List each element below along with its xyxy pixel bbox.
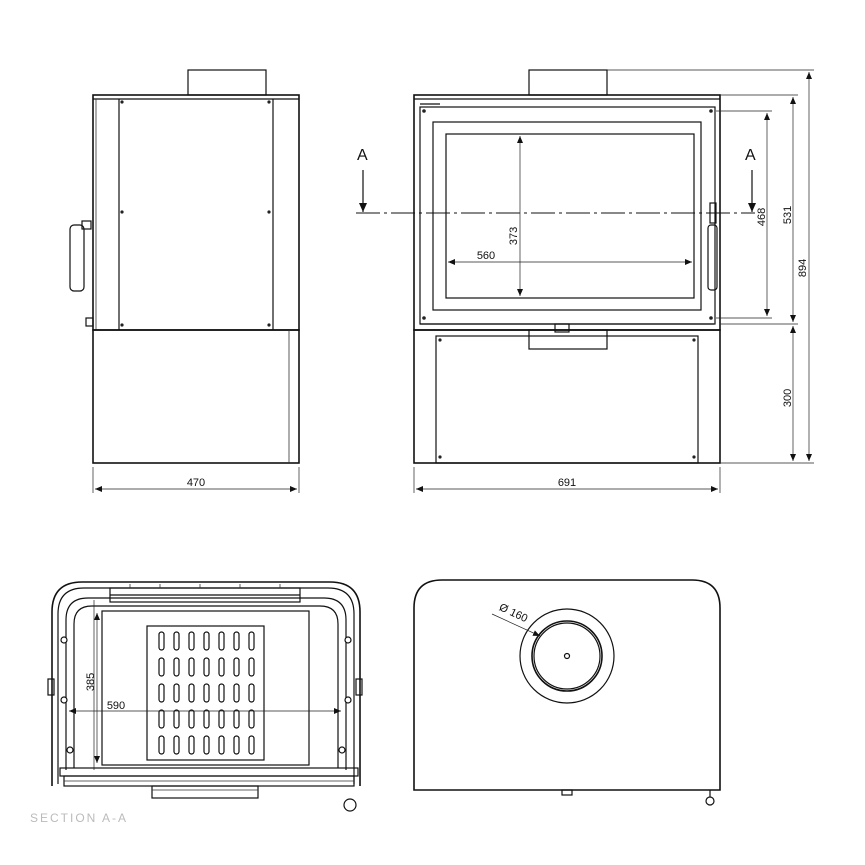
grate-slot xyxy=(203,657,210,677)
front-door-frame xyxy=(419,106,716,325)
grate-slot xyxy=(188,709,195,729)
grate-slot xyxy=(173,657,180,677)
side-depth-label: 470 xyxy=(187,477,205,489)
side-door-handle xyxy=(69,224,85,292)
top-foot xyxy=(705,796,715,806)
section-firebox xyxy=(101,610,310,766)
section-view: 385 590 SECTION A-A xyxy=(30,581,363,825)
front-base xyxy=(413,329,721,464)
grate-slot xyxy=(158,709,165,729)
grate-slot xyxy=(158,631,165,651)
grate-slot xyxy=(218,631,225,651)
front-ash-drawer xyxy=(528,329,608,350)
grate-slot xyxy=(188,735,195,755)
grate-slot xyxy=(248,735,255,755)
grate-slot xyxy=(158,657,165,677)
grate-slot xyxy=(218,657,225,677)
grate-slot xyxy=(158,735,165,755)
front-flue-collar xyxy=(528,69,608,96)
flue-diameter-label: Ø 160 xyxy=(497,602,529,626)
section-ash-drawer xyxy=(151,785,259,799)
grate-slot xyxy=(233,683,240,703)
grate-slot xyxy=(173,631,180,651)
grate-slot xyxy=(203,735,210,755)
grate-slot xyxy=(203,631,210,651)
top-view: Ø 160 xyxy=(413,579,721,806)
flue-outlet xyxy=(531,620,603,692)
grate-slot xyxy=(233,631,240,651)
section-marker-left: A xyxy=(357,147,368,164)
front-view: A A 373 560 468 531 894 300 691 xyxy=(356,69,814,493)
flue-diameter-leader xyxy=(491,613,541,637)
grate-slot xyxy=(158,683,165,703)
section-foot xyxy=(343,798,357,812)
grate-slot xyxy=(248,683,255,703)
front-base-recess xyxy=(435,335,699,464)
grate-slot xyxy=(233,657,240,677)
grate-slot xyxy=(248,709,255,729)
flue-outer-ring xyxy=(519,608,615,704)
front-glass xyxy=(445,133,695,299)
grate-slot xyxy=(248,631,255,651)
total-height-label: 894 xyxy=(797,259,809,277)
base-height-label: 300 xyxy=(782,389,794,407)
side-base xyxy=(92,329,300,464)
glass-width-label: 560 xyxy=(477,250,495,262)
grate-slot xyxy=(173,683,180,703)
glass-top-label: 468 xyxy=(756,208,768,226)
grate-slot xyxy=(173,735,180,755)
section-width-label: 590 xyxy=(107,700,125,712)
glass-height-label: 373 xyxy=(508,227,520,245)
side-flue-collar xyxy=(187,69,267,96)
front-door-handle xyxy=(707,224,718,291)
side-view: 470 xyxy=(69,69,300,493)
grate-slot xyxy=(233,735,240,755)
section-caption: SECTION A-A xyxy=(30,811,128,825)
front-width-label: 691 xyxy=(558,477,576,489)
grate-slot xyxy=(203,709,210,729)
grate-slot xyxy=(173,709,180,729)
grate-slot xyxy=(188,631,195,651)
grate-slot xyxy=(218,735,225,755)
base-top-label: 531 xyxy=(782,206,794,224)
grate-slot xyxy=(218,709,225,729)
grate-slot xyxy=(248,657,255,677)
section-depth-label: 385 xyxy=(85,673,97,691)
top-outline xyxy=(413,579,721,791)
grate-slot xyxy=(218,683,225,703)
front-glass-outer xyxy=(432,121,702,311)
grate-slot xyxy=(188,683,195,703)
section-outer-shell xyxy=(51,581,361,786)
grate-slot xyxy=(203,683,210,703)
grate-slots xyxy=(158,631,255,755)
grate-slot xyxy=(188,657,195,677)
section-marker-right: A xyxy=(745,147,756,164)
grate-slot xyxy=(233,709,240,729)
section-grate xyxy=(146,625,265,761)
